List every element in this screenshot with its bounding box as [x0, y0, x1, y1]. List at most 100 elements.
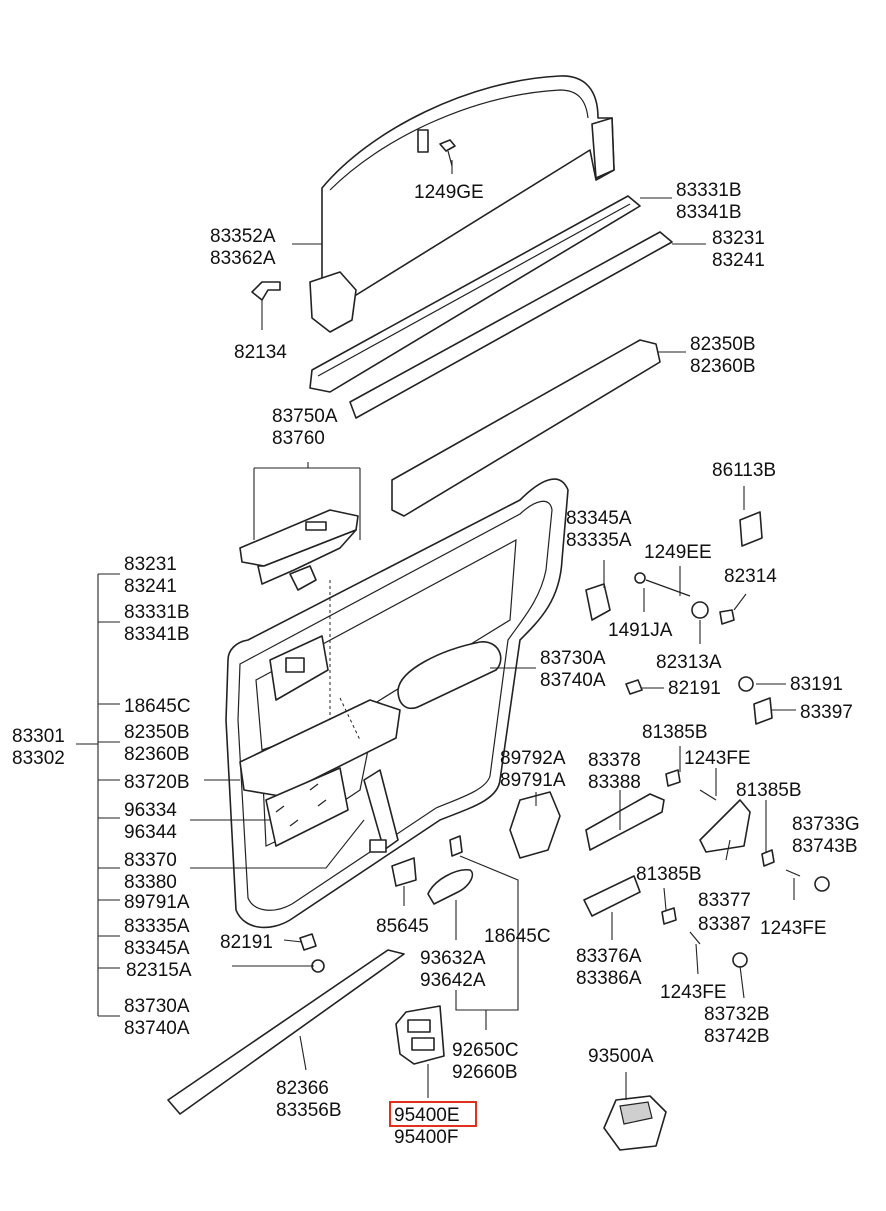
pull-handle-83730a	[397, 641, 502, 710]
assembly-tree-list: 83231 83241 83331B 83341B 18645C 82350B …	[124, 554, 191, 1039]
nut-82313a	[691, 601, 709, 619]
label-82313a: 82313A	[656, 652, 722, 673]
label-83241: 83241	[712, 250, 765, 271]
label-83386a: 83386A	[576, 968, 642, 989]
tree-83720b: 83720B	[124, 772, 190, 793]
label-83335a: 83335A	[566, 530, 632, 551]
clip-82191-right	[625, 679, 643, 695]
label-93632a: 93632A	[420, 948, 486, 969]
switch-93500a	[603, 1095, 667, 1151]
tree-83331b: 83331B	[124, 602, 190, 623]
tree-83380: 83380	[124, 872, 177, 893]
tree-83241: 83241	[124, 576, 177, 597]
label-89792a: 89792A	[500, 748, 566, 769]
bracket-83378	[585, 793, 665, 851]
label-1249ee: 1249EE	[644, 542, 712, 563]
bracket-83377	[699, 799, 751, 853]
bolt-1249ee	[634, 572, 691, 597]
label-83733g: 83733G	[792, 814, 860, 835]
trim-strip-82350b	[391, 339, 661, 517]
door-grip-83370	[363, 769, 399, 853]
tree-83345a: 83345A	[124, 938, 190, 959]
label-83352a: 83352A	[210, 226, 276, 247]
label-1249ge: 1249GE	[414, 182, 484, 203]
tree-96334: 96334	[124, 800, 177, 821]
label-92650c: 92650C	[452, 1040, 519, 1061]
label-92660b: 92660B	[452, 1062, 518, 1083]
label-83301: 83301	[12, 726, 65, 747]
leader-lines	[76, 160, 796, 1100]
power-window-switch	[239, 509, 359, 591]
label-83387: 83387	[698, 914, 751, 935]
part-labels: 1249GE 83331B 83341B 83352A 83362A 83231…	[12, 180, 860, 1148]
label-83331b: 83331B	[676, 180, 742, 201]
label-82366: 82366	[276, 1078, 329, 1099]
tree-18645c: 18645C	[124, 696, 191, 717]
cover-86113b	[739, 511, 763, 547]
label-83231: 83231	[712, 228, 765, 249]
tree-83335a: 83335A	[124, 916, 190, 937]
label-83743b: 83743B	[792, 836, 858, 857]
label-18645c-right: 18645C	[484, 926, 551, 947]
label-82134: 82134	[234, 342, 287, 363]
bracket-83345a	[585, 583, 611, 621]
label-82191-left: 82191	[220, 932, 273, 953]
bracket-85645	[391, 857, 417, 887]
label-1243fe-3: 1243FE	[660, 982, 727, 1003]
highlight-box-95400e	[389, 1101, 477, 1127]
tree-96344: 96344	[124, 822, 177, 843]
label-83740a-right: 83740A	[540, 670, 606, 691]
label-81385b-2: 81385B	[736, 780, 802, 801]
label-83378: 83378	[588, 750, 641, 771]
label-83397: 83397	[800, 702, 853, 723]
label-85645: 85645	[376, 916, 429, 937]
clip-83732b	[732, 952, 748, 968]
label-1491ja: 1491JA	[608, 620, 673, 641]
switch-bezel-83370	[269, 635, 329, 701]
label-83345a: 83345A	[566, 508, 632, 529]
tree-82350b: 82350B	[124, 722, 190, 743]
speaker-grille-96334	[265, 767, 349, 847]
tree-83370: 83370	[124, 850, 177, 871]
tree-83231: 83231	[124, 554, 177, 575]
label-82191-right: 82191	[668, 678, 721, 699]
tree-82360b: 82360B	[124, 744, 190, 765]
bulb-18645c	[449, 835, 463, 857]
label-83388: 83388	[588, 772, 641, 793]
lock-actuator-89791a	[509, 791, 561, 859]
label-83356b: 83356B	[276, 1100, 342, 1121]
label-93642a: 93642A	[420, 970, 486, 991]
label-83750a: 83750A	[272, 406, 338, 427]
lamp-lens-93632a	[427, 869, 474, 905]
label-81385b-1: 81385B	[642, 722, 708, 743]
clip-82134	[251, 281, 281, 301]
label-83760: 83760	[272, 428, 325, 449]
label-1243fe-1: 1243FE	[684, 748, 751, 769]
sill-moulding-82366	[167, 949, 405, 1115]
label-82360b: 82360B	[690, 356, 756, 377]
label-95400e: 95400E	[394, 1105, 460, 1126]
label-82314: 82314	[724, 566, 777, 587]
label-83341b: 83341B	[676, 202, 742, 223]
plug-83191	[738, 676, 754, 692]
tree-83740a: 83740A	[124, 1018, 190, 1039]
label-83191: 83191	[790, 674, 843, 695]
label-83302: 83302	[12, 748, 65, 769]
label-93500a: 93500A	[588, 1046, 654, 1067]
label-82315a: 82315A	[126, 960, 192, 981]
belt-moulding-outer	[309, 195, 641, 393]
clip-83733g	[814, 876, 830, 892]
label-1243fe-2: 1243FE	[760, 918, 827, 939]
bracket-83376a	[583, 875, 641, 917]
label-81385b-3: 81385B	[636, 864, 702, 885]
label-83742b: 83742B	[704, 1026, 770, 1047]
label-95400f: 95400F	[394, 1127, 458, 1148]
armrest-83720b	[239, 699, 401, 797]
door-frame-sash	[309, 75, 615, 333]
tree-83341b: 83341B	[124, 624, 190, 645]
label-82350b: 82350B	[690, 334, 756, 355]
lamp-assembly-92650c	[395, 1005, 445, 1065]
screw-1249ge	[439, 139, 456, 167]
tree-89791a: 89791A	[124, 892, 190, 913]
label-86113b: 86113B	[712, 460, 776, 481]
